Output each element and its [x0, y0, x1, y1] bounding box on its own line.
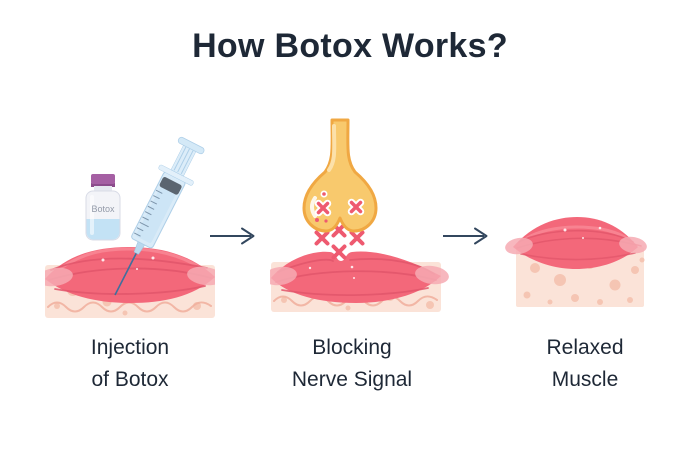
step-caption: Blocking Nerve Signal	[262, 332, 442, 396]
vial-label: Botox	[91, 204, 115, 214]
caption-line: Injection	[90, 336, 170, 359]
caption-line: Muscle	[551, 368, 619, 391]
contracted-muscle-illustration	[45, 247, 215, 303]
step-relaxed-muscle-illustration	[505, 217, 647, 307]
flow-arrow-icon	[443, 227, 488, 245]
step-caption: Injection of Botox	[45, 332, 215, 396]
syringe-icon	[114, 136, 205, 296]
flow-arrow-icon	[210, 227, 255, 245]
botox-vial: Botox	[85, 174, 121, 241]
step-nerve-blocking-illustration	[270, 118, 449, 312]
blocked-vesicle-crosses	[314, 190, 365, 223]
nerve-ending-illustration	[302, 118, 378, 233]
step-caption: Relaxed Muscle	[505, 332, 665, 396]
caption-line: Blocking	[312, 336, 392, 359]
relaxed-muscle-illustration	[505, 217, 647, 269]
caption-line: Nerve Signal	[291, 368, 413, 391]
contracted-muscle-illustration	[270, 251, 449, 303]
blocked-signal-crosses	[314, 222, 365, 260]
caption-line: Relaxed	[546, 336, 624, 359]
page-title: How Botox Works?	[192, 27, 508, 65]
caption-line: of Botox	[91, 368, 169, 391]
step-injection-illustration: Botox	[45, 136, 215, 318]
